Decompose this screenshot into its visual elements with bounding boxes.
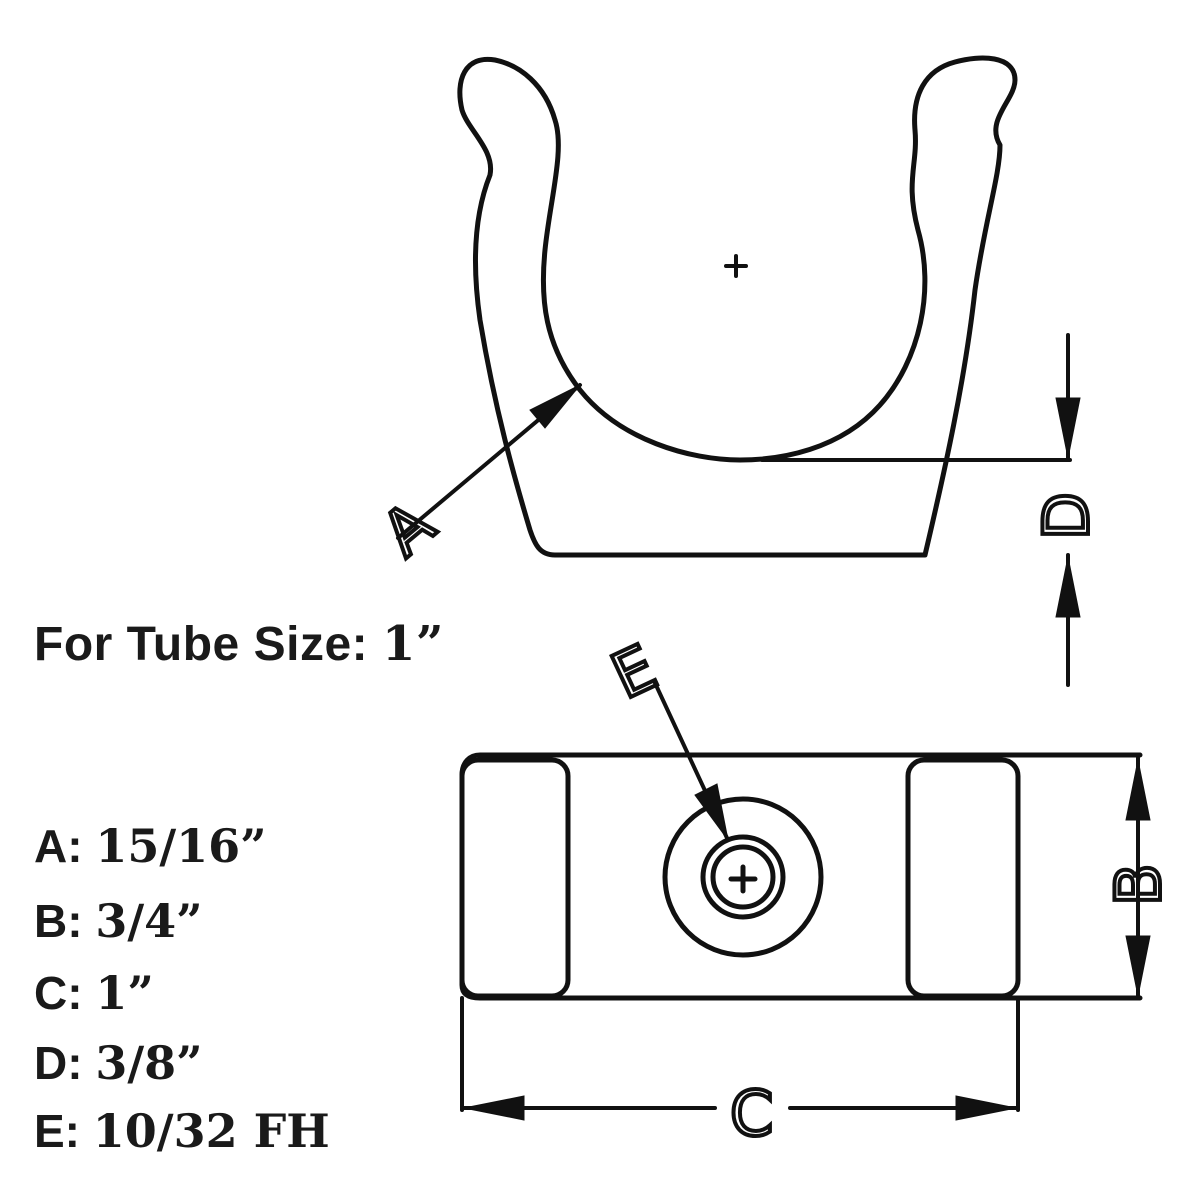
tube-size-value: 1” [381, 616, 444, 672]
spec-d-key: D: [34, 1037, 83, 1089]
spec-a-value: 15/16” [95, 819, 267, 873]
dim-a-label: A [368, 487, 447, 570]
spec-b: B: 3/4” [34, 898, 203, 944]
spec-c-value: 1” [95, 966, 154, 1020]
dim-d-arrow-top [1055, 397, 1081, 459]
dim-d-label: D [1030, 492, 1103, 540]
tube-size-label: For Tube Size: [34, 618, 369, 671]
spec-e-key: E: [34, 1105, 80, 1157]
left-slot [459, 757, 571, 999]
dim-b [1125, 756, 1151, 1000]
tube-size-caption: For Tube Size: 1” [34, 616, 444, 672]
clip-side-view [396, 55, 1018, 558]
dim-c-arrow-left [463, 1095, 525, 1121]
dim-b-label: B [1102, 863, 1175, 906]
dim-b-arrow-top [1125, 759, 1151, 821]
dim-a-arrowhead [529, 384, 581, 429]
right-slot [905, 757, 1021, 999]
clip-outer-outline [457, 55, 1018, 558]
spec-a: A: 15/16” [34, 823, 267, 869]
screw-cross-icon [728, 864, 758, 894]
spec-e-value: 10/32 FH [92, 1104, 330, 1158]
clip-bottom-view [459, 681, 1143, 1001]
dim-c-label: C [730, 1077, 773, 1150]
spec-b-key: B: [34, 895, 83, 947]
base-plate-outline [459, 752, 1143, 1001]
dim-c [460, 996, 1020, 1121]
countersink-outer [662, 796, 824, 958]
spec-c-key: C: [34, 967, 83, 1019]
dim-c-arrow-right [955, 1095, 1017, 1121]
screw-head-ring [700, 834, 786, 920]
dim-e-label: E [601, 630, 667, 713]
spec-d-value: 3/8” [95, 1036, 203, 1090]
spec-a-key: A: [34, 820, 83, 872]
clip-center-mark [724, 254, 748, 278]
dim-d-arrow-bottom [1055, 556, 1081, 618]
dim-b-arrow-bottom [1125, 935, 1151, 997]
spec-b-value: 3/4” [95, 894, 203, 948]
dim-d [760, 333, 1081, 687]
spec-e: E: 10/32 FH [34, 1108, 330, 1154]
screw-head-inner [710, 844, 776, 910]
spec-d: D: 3/8” [34, 1040, 203, 1086]
spec-c: C: 1” [34, 970, 154, 1016]
dim-e-arrowhead [694, 783, 729, 841]
